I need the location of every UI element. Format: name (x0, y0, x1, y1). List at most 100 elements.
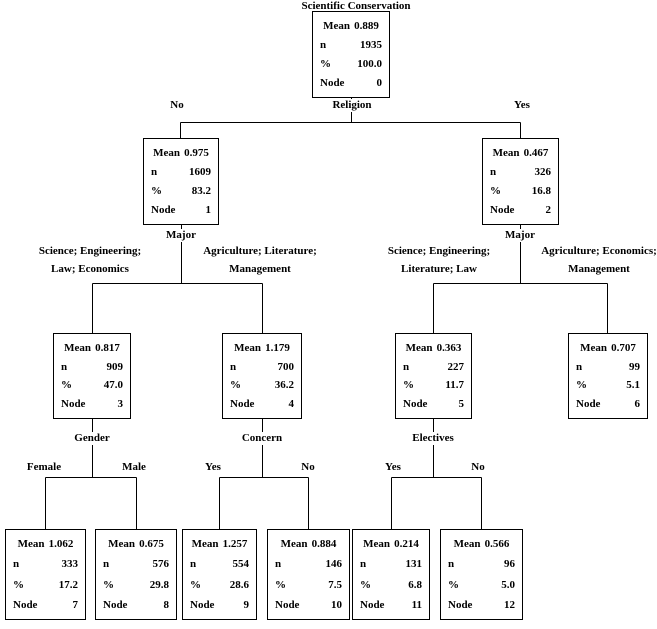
n-label: n (360, 558, 367, 571)
mean-label: Mean (17, 538, 45, 550)
node-id-value: 9 (243, 598, 250, 611)
pct-value: 5.0 (501, 578, 515, 591)
branch-label-concern-yes: Yes (205, 461, 221, 473)
node-row-n: n 99 (576, 361, 640, 373)
branch-label-major2-left: Science; Engineering; Literature; Law (388, 242, 490, 278)
n-label: n (275, 558, 282, 571)
branch-label-line: Management (568, 263, 630, 275)
split-variable-major-left: Major (163, 229, 199, 242)
pct-value: 83.2 (191, 185, 211, 197)
mean-value: 0.817 (95, 342, 120, 354)
pct-label: % (61, 379, 72, 392)
n-value: 99 (629, 360, 640, 373)
node-row-id: Node 1 (151, 204, 211, 216)
pct-label: % (576, 379, 587, 392)
branch-label-electives-yes: Yes (385, 461, 401, 473)
pct-label: % (448, 578, 459, 591)
n-label: n (230, 360, 237, 373)
mean-value: 1.257 (222, 538, 248, 550)
n-value: 700 (277, 360, 295, 373)
mean-value: 0.467 (523, 147, 549, 159)
branch-label-line: Management (229, 263, 291, 275)
node-id-value: 12 (504, 598, 515, 611)
node-label: Node (360, 598, 385, 611)
pct-label: % (190, 578, 201, 591)
n-label: n (576, 360, 583, 373)
n-value: 146 (325, 558, 343, 571)
mean-label: Mean (323, 20, 351, 32)
mean-value: 0.884 (311, 538, 337, 550)
branch-label-major1-left: Science; Engineering; Law; Economics (39, 242, 141, 278)
node-label: Node (490, 204, 515, 216)
pct-value: 6.8 (408, 578, 422, 591)
node-row-pct: %7.5 (275, 579, 342, 591)
branch-label-gender-male: Male (122, 461, 146, 473)
branch-label-major1-right: Agriculture; Literature; Management (203, 242, 317, 278)
pct-value: 16.8 (531, 185, 551, 197)
pct-value: 5.1 (626, 379, 640, 392)
pct-label: % (13, 578, 24, 591)
pct-label: % (320, 58, 331, 70)
node-row-pct: % 5.1 (576, 379, 640, 391)
node-row-pct: %29.8 (103, 579, 169, 591)
node-label: Node (151, 204, 176, 216)
node-row-n: n 146 (275, 558, 342, 570)
n-value: 131 (405, 558, 423, 571)
page-title: Scientific Conservation (301, 0, 411, 12)
mean-label: Mean (453, 538, 481, 550)
node-id-value: 10 (331, 598, 342, 611)
node-row-pct: %100.0 (320, 58, 382, 70)
node-row-pct: %16.8 (490, 185, 551, 197)
pct-label: % (403, 379, 414, 392)
node-id-value: 1 (205, 204, 212, 216)
node-id-value: 3 (117, 397, 124, 410)
branch-label-line: Science; Engineering; (387, 245, 491, 257)
mean-label: Mean (108, 538, 136, 550)
node-row-pct: %36.2 (230, 379, 294, 391)
pct-value: 17.2 (58, 578, 78, 591)
node-row-pct: %11.7 (403, 379, 464, 391)
pct-value: 7.5 (328, 578, 342, 591)
mean-label: Mean (363, 538, 391, 550)
node-row-pct: % 6.8 (360, 579, 422, 591)
mean-value: 1.179 (265, 342, 290, 354)
pct-label: % (360, 578, 371, 591)
mean-label: Mean (280, 538, 308, 550)
n-value: 326 (534, 166, 552, 178)
split-variable-religion: Religion (329, 99, 375, 112)
mean-label: Mean (234, 342, 262, 354)
n-value: 576 (152, 558, 170, 571)
n-label: n (103, 558, 110, 571)
mean-value: 0.566 (484, 538, 510, 550)
branch-label-concern-no: No (301, 461, 315, 473)
node-row-id: Node 3 (61, 398, 123, 410)
node-label: Node (103, 598, 128, 611)
node-row-pct: %47.0 (61, 379, 123, 391)
node-label: Node (230, 397, 255, 410)
pct-value: 28.6 (229, 578, 249, 591)
node-label: Node (61, 397, 86, 410)
split-variable-electives: Electives (409, 432, 457, 445)
n-label: n (448, 558, 455, 571)
node-id-value: 7 (72, 598, 79, 611)
